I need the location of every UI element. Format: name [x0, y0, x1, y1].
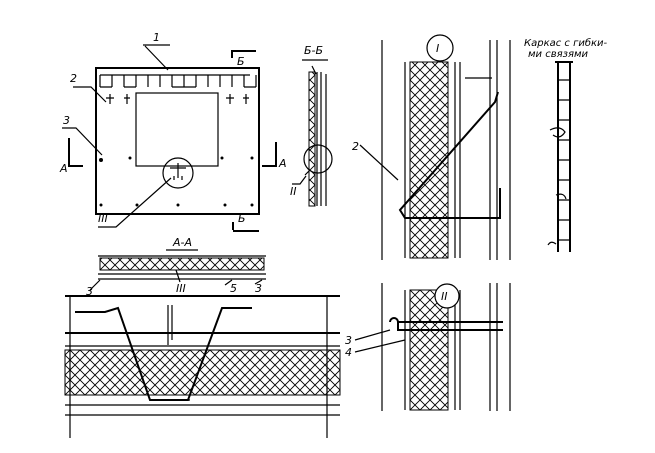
frame-caption-line2: ми связями	[528, 49, 589, 60]
detail-ii-title: II	[441, 290, 448, 303]
detail-ii-label-3: 3	[345, 334, 352, 347]
section-bb: Б-Б II	[290, 44, 333, 207]
aa-label-3-left: 3	[86, 285, 93, 298]
detail-ii-label-4: 4	[345, 346, 352, 359]
frame-with-flexible-ties: Каркас с гибки- ми связями	[524, 37, 608, 252]
label-pos-2: 2	[70, 72, 77, 85]
label-pos-3: 3	[63, 114, 70, 127]
section-aa-title: А-А	[172, 236, 192, 249]
panel-front-view: 1 2 3 А А Б Б III	[59, 31, 287, 232]
label-detail-iii: III	[98, 212, 108, 225]
label-pos-1: 1	[153, 31, 160, 44]
aa-label-5: 5	[230, 282, 237, 295]
detail-i: I 2	[352, 34, 511, 260]
aa-label-iii: III	[176, 282, 186, 295]
section-b-top: Б	[237, 55, 245, 68]
label-detail-ii: II	[290, 185, 297, 198]
section-a-left: А	[59, 162, 68, 175]
detail-i-title: I	[436, 42, 439, 55]
section-a-right: А	[278, 157, 287, 170]
section-bb-title: Б-Б	[304, 44, 323, 57]
section-b-bottom: Б	[238, 212, 246, 225]
window-opening	[135, 92, 219, 167]
detail-iii-circle	[162, 157, 194, 189]
detail-i-label-2: 2	[352, 140, 359, 153]
detail-ii-circle	[434, 283, 460, 309]
aa-label-3-right: 3	[255, 282, 262, 295]
detail-iii-enlarged	[64, 295, 341, 438]
detail-ii: 3 4 II	[345, 283, 511, 411]
frame-caption-line1: Каркас с гибки-	[524, 37, 608, 49]
section-aa: А-А 3 III 5 3	[86, 236, 266, 298]
